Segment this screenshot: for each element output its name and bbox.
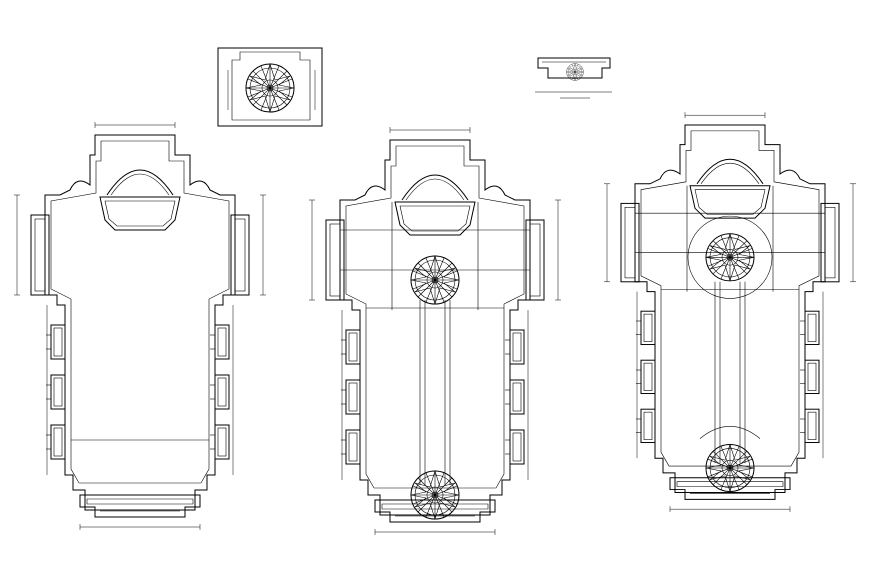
rosette-detail-box	[217, 47, 323, 127]
floor-plan-right	[604, 112, 856, 512]
floor-plan-left	[14, 122, 266, 530]
floor-plan-middle	[309, 127, 561, 535]
entrance-detail-strip	[535, 57, 612, 99]
